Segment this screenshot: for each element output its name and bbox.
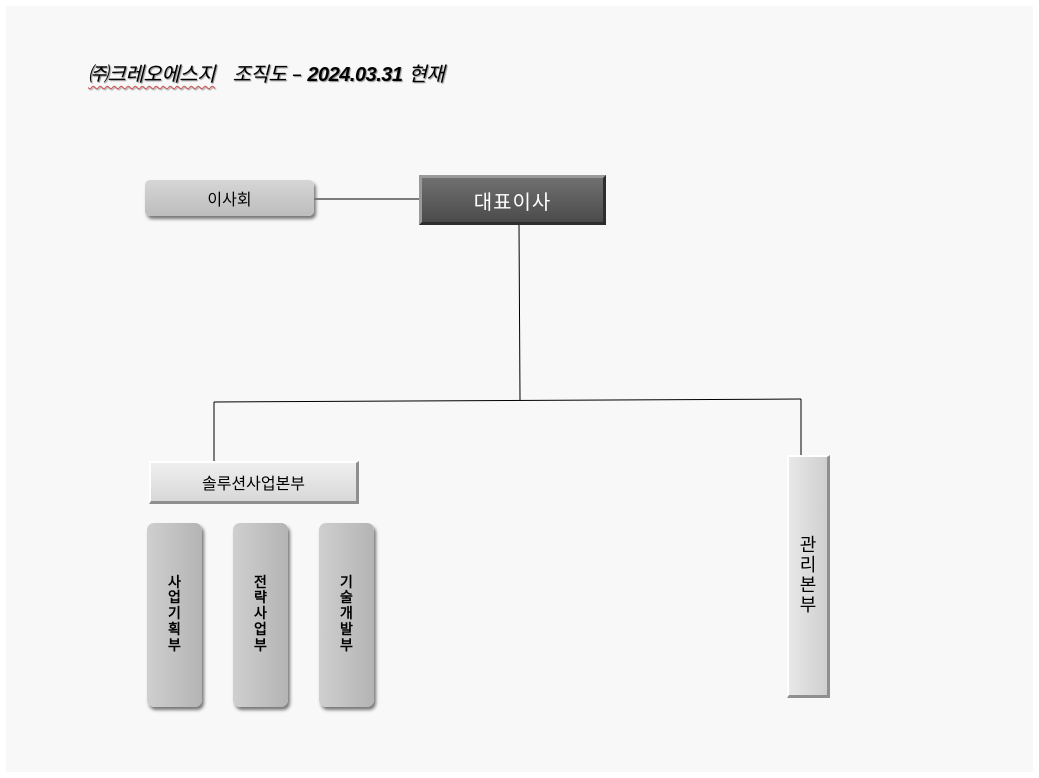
vertical-char: 부 — [168, 637, 181, 654]
vertical-char: 전 — [254, 574, 267, 591]
vertical-char: 업 — [254, 621, 267, 638]
vertical-char: 리 — [799, 554, 817, 576]
vertical-char: 기 — [340, 574, 353, 591]
vertical-char: 본 — [799, 575, 817, 596]
title-suffix: 현재 — [408, 62, 445, 86]
board-box: 이사회 — [145, 180, 314, 216]
vertical-char: 부 — [340, 637, 353, 654]
ceo-down-connector — [518, 224, 521, 401]
title-subtitle: 조직도 – — [232, 62, 302, 86]
ceo-box: 대표이사 — [419, 175, 606, 225]
vertical-char: 기 — [168, 606, 181, 623]
solution-division-box: 솔루션사업본부 — [149, 461, 359, 504]
vertical-char: 획 — [168, 621, 181, 638]
vertical-char: 부 — [254, 637, 267, 654]
vertical-char: 부 — [799, 595, 817, 617]
vertical-char: 사 — [254, 606, 267, 623]
vertical-char: 발 — [340, 621, 353, 638]
title-date: 2024.03.31 — [307, 64, 403, 86]
vertical-char: 개 — [340, 606, 353, 623]
vertical-char: 관 — [799, 534, 817, 556]
vertical-char: 업 — [168, 590, 181, 607]
vertical-char: 술 — [340, 590, 353, 607]
company-name: ㈜크레오에스지 — [88, 62, 215, 86]
horizontal-branch-connector — [213, 398, 802, 403]
page-title: ㈜크레오에스지 조직도 – 2024.03.31 현재 — [88, 58, 445, 87]
vertical-char: 사 — [168, 574, 181, 591]
vertical-char: 략 — [254, 590, 267, 607]
